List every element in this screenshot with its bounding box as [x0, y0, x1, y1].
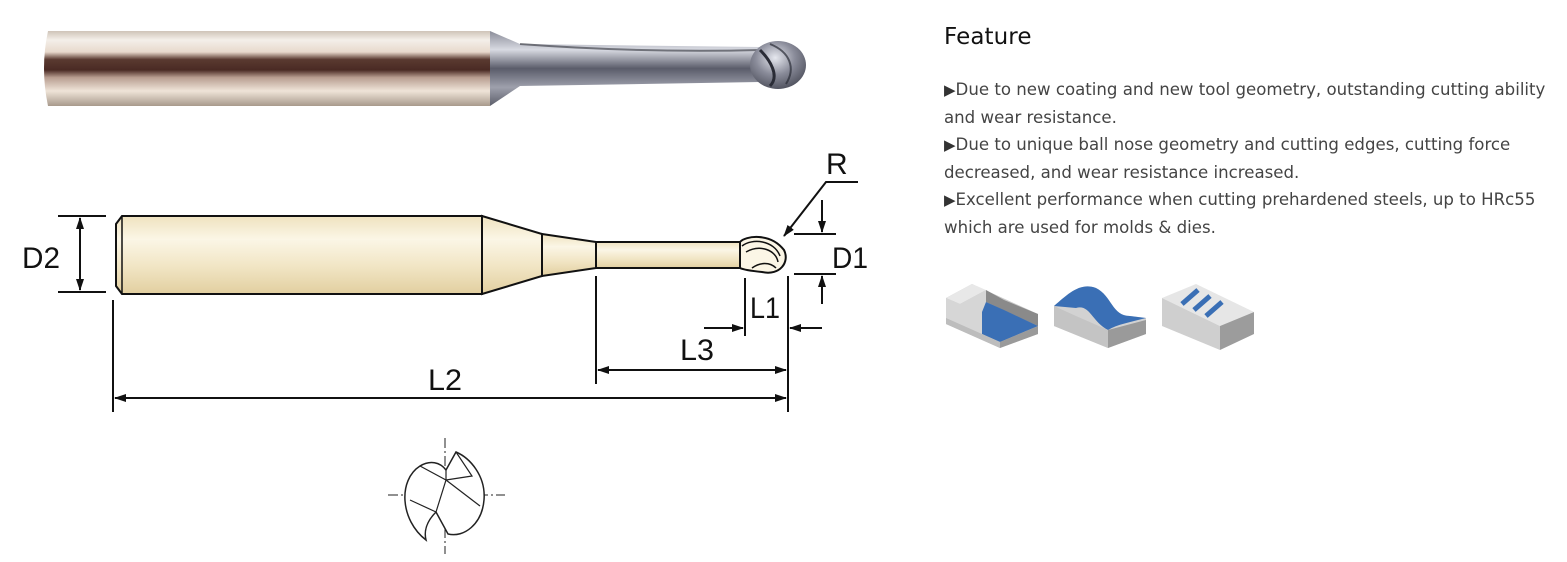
- feature-item-3: ▶Excellent performance when cutting preh…: [944, 186, 1564, 241]
- bullet-icon: ▶: [944, 191, 956, 209]
- end-view-drawing: [388, 438, 505, 554]
- profile-machining-icon: [1054, 286, 1146, 348]
- shoulder-machining-icon: [946, 284, 1038, 348]
- end-mill-photo: [44, 31, 806, 106]
- feature-panel: Feature ▶Due to new coating and new tool…: [944, 24, 1564, 241]
- slotting-icon: [1162, 284, 1254, 350]
- application-icons: [944, 276, 1264, 356]
- end-mill-drawings: R D2 D1 L1 L3 L2: [22, 31, 868, 554]
- label-r: R: [826, 148, 848, 181]
- feature-item-2: ▶Due to unique ball nose geometry and cu…: [944, 131, 1564, 186]
- label-l2: L2: [428, 364, 462, 397]
- feature-title: Feature: [944, 24, 1032, 50]
- label-d2: D2: [22, 242, 60, 275]
- feature-item-text: Excellent performance when cutting preha…: [944, 190, 1536, 237]
- feature-item-text: Due to new coating and new tool geometry…: [944, 80, 1546, 127]
- bullet-icon: ▶: [944, 81, 956, 99]
- product-illustration-area: R D2 D1 L1 L3 L2: [22, 31, 868, 554]
- label-l1: L1: [750, 292, 780, 325]
- dimension-lines: [58, 181, 858, 412]
- feature-item-1: ▶Due to new coating and new tool geometr…: [944, 76, 1564, 131]
- feature-item-text: Due to unique ball nose geometry and cut…: [944, 135, 1511, 182]
- dimension-labels: R D2 D1 L1 L3 L2: [22, 148, 868, 397]
- end-mill-technical-drawing: [115, 214, 787, 296]
- bullet-icon: ▶: [944, 136, 956, 154]
- label-d1: D1: [832, 242, 868, 275]
- label-l3: L3: [680, 334, 714, 367]
